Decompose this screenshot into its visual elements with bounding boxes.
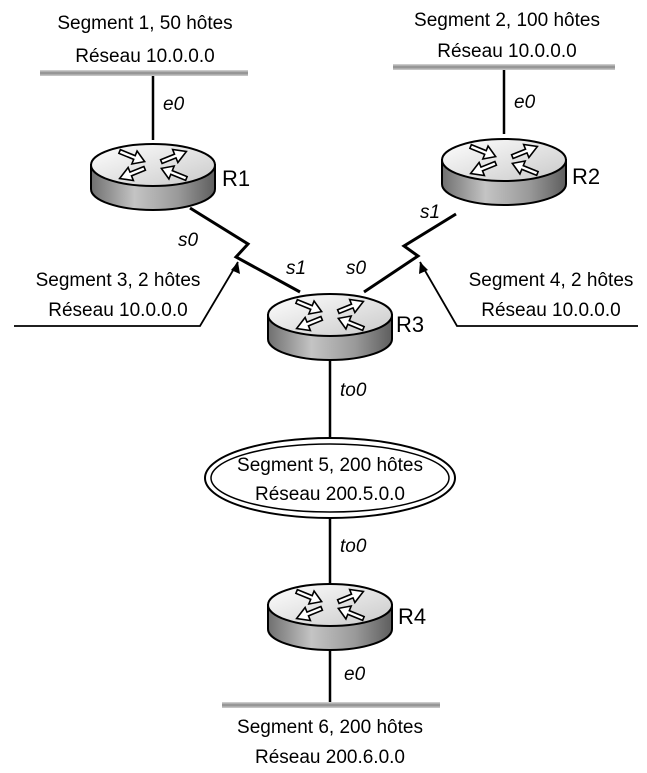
router-r4-icon — [267, 583, 393, 651]
r3-s1-label: s1 — [286, 258, 306, 279]
segment-4-pointer — [419, 261, 638, 327]
segment-5-ring: Segment 5, 200 hôtes Réseau 200.5.0.0 — [204, 437, 456, 519]
segment-6-title: Segment 6, 200 hôtes — [237, 717, 423, 738]
r1-e0-label: e0 — [163, 94, 185, 115]
segment-4-pointer-head — [419, 262, 428, 274]
segment-6: Segment 6, 200 hôtes Réseau 200.6.0.0 — [222, 702, 440, 768]
segment-5-title: Segment 5, 200 hôtes — [237, 455, 423, 476]
segment-1-network: Réseau 10.0.0.0 — [75, 46, 214, 67]
segment-4: Segment 4, 2 hôtes Réseau 10.0.0.0 — [419, 261, 638, 327]
router-r3-name: R3 — [396, 312, 424, 337]
r3-s0-label: s0 — [346, 258, 367, 279]
segment-3-network: Réseau 10.0.0.0 — [48, 300, 187, 321]
segment-1-bus — [40, 70, 248, 76]
router-r2-icon — [441, 138, 567, 206]
r1-s0-label: s0 — [178, 230, 199, 251]
router-r3: R3 — [267, 293, 424, 361]
segment-4-network: Réseau 10.0.0.0 — [481, 300, 620, 321]
segment-4-title: Segment 4, 2 hôtes — [469, 270, 634, 291]
segment-3-pointer — [14, 261, 239, 327]
router-r2: R2 — [441, 138, 600, 206]
serial-link-r1-r3 — [189, 206, 301, 294]
router-r1: R1 — [90, 143, 250, 211]
r4-to0-label: to0 — [340, 536, 367, 557]
r4-e0-label: e0 — [344, 664, 366, 685]
segment-2-title: Segment 2, 100 hôtes — [414, 10, 600, 31]
segment-3-title: Segment 3, 2 hôtes — [36, 270, 201, 291]
segment-2: Segment 2, 100 hôtes Réseau 10.0.0.0 — [393, 10, 615, 70]
segment-3-pointer-head — [231, 262, 240, 274]
segment-1-title: Segment 1, 50 hôtes — [57, 13, 232, 34]
router-r1-name: R1 — [222, 166, 250, 191]
segment-6-network: Réseau 200.6.0.0 — [255, 747, 405, 768]
router-r3-icon — [267, 293, 393, 361]
r2-e0-label: e0 — [514, 92, 536, 113]
segment-2-network: Réseau 10.0.0.0 — [437, 41, 576, 62]
r3-to0-label: to0 — [340, 380, 367, 401]
segment-2-bus — [393, 64, 615, 70]
segment-5-network: Réseau 200.5.0.0 — [255, 484, 405, 505]
router-r4-name: R4 — [398, 604, 426, 629]
r2-s1-label: s1 — [420, 202, 440, 223]
segment-1: Segment 1, 50 hôtes Réseau 10.0.0.0 — [40, 13, 248, 76]
router-r1-icon — [90, 143, 216, 211]
router-r2-name: R2 — [572, 164, 600, 189]
segment-6-bus — [222, 702, 440, 708]
router-r4: R4 — [267, 583, 426, 651]
serial-link-r2-r3 — [363, 212, 457, 294]
segment-3: Segment 3, 2 hôtes Réseau 10.0.0.0 — [14, 261, 240, 327]
